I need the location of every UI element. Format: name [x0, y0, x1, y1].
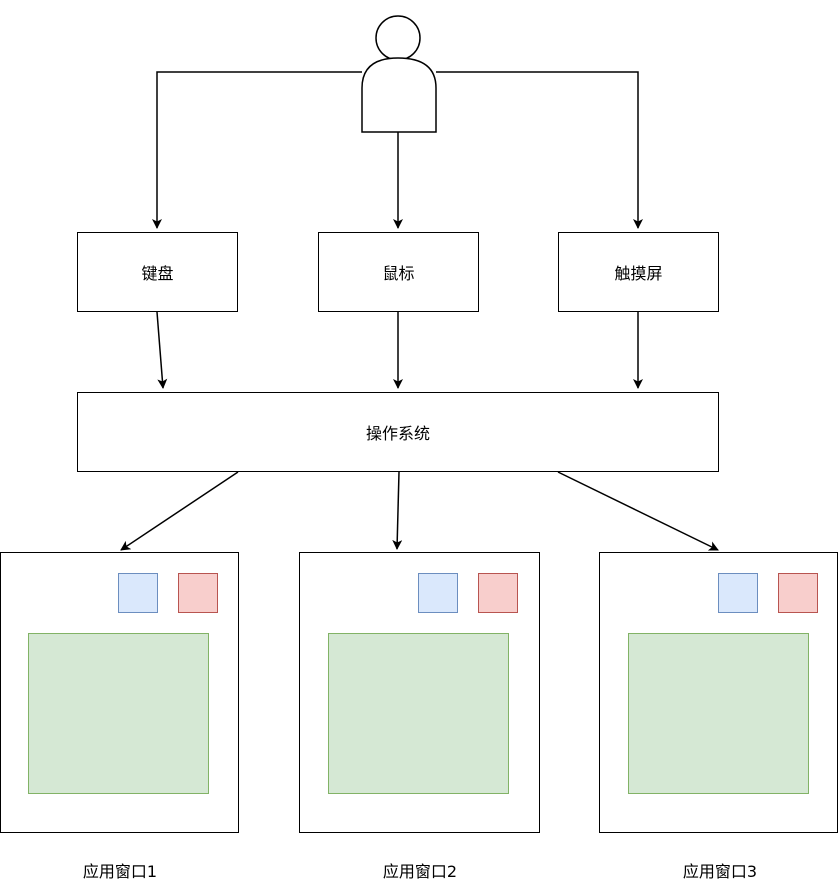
- window-2-close-button: [478, 573, 518, 613]
- app-window-1: [0, 552, 239, 833]
- user-icon: [361, 15, 437, 133]
- edge-keyboard-os: [156, 311, 168, 389]
- window-3-content-area: [628, 633, 809, 794]
- edge-os-window2: [392, 471, 403, 550]
- mouse-box: 鼠标: [318, 232, 479, 312]
- edge-os-window3: [557, 471, 719, 551]
- window-2-minimize-button: [418, 573, 458, 613]
- keyboard-label: 键盘: [141, 264, 174, 283]
- edge-os-window1: [120, 471, 239, 551]
- window-1-close-button: [178, 573, 218, 613]
- window-3-close-button: [778, 573, 818, 613]
- os-label: 操作系统: [365, 424, 430, 443]
- app-window-3: [599, 552, 838, 833]
- window-3-caption: 应用窗口3: [682, 862, 758, 881]
- window-3-minimize-button: [718, 573, 758, 613]
- keyboard-box: 键盘: [77, 232, 238, 312]
- window-2-content-area: [328, 633, 509, 794]
- touchscreen-label: 触摸屏: [614, 264, 663, 283]
- mouse-label: 鼠标: [382, 264, 415, 283]
- window-1-content-area: [28, 633, 209, 794]
- edge-user-touchscreen: [436, 71, 643, 229]
- os-box: 操作系统: [77, 392, 719, 472]
- touchscreen-box: 触摸屏: [558, 232, 719, 312]
- edge-user-keyboard: [152, 71, 362, 229]
- window-1-minimize-button: [118, 573, 158, 613]
- window-2-caption: 应用窗口2: [382, 862, 458, 881]
- window-1-caption: 应用窗口1: [82, 862, 158, 881]
- app-window-2: [299, 552, 540, 833]
